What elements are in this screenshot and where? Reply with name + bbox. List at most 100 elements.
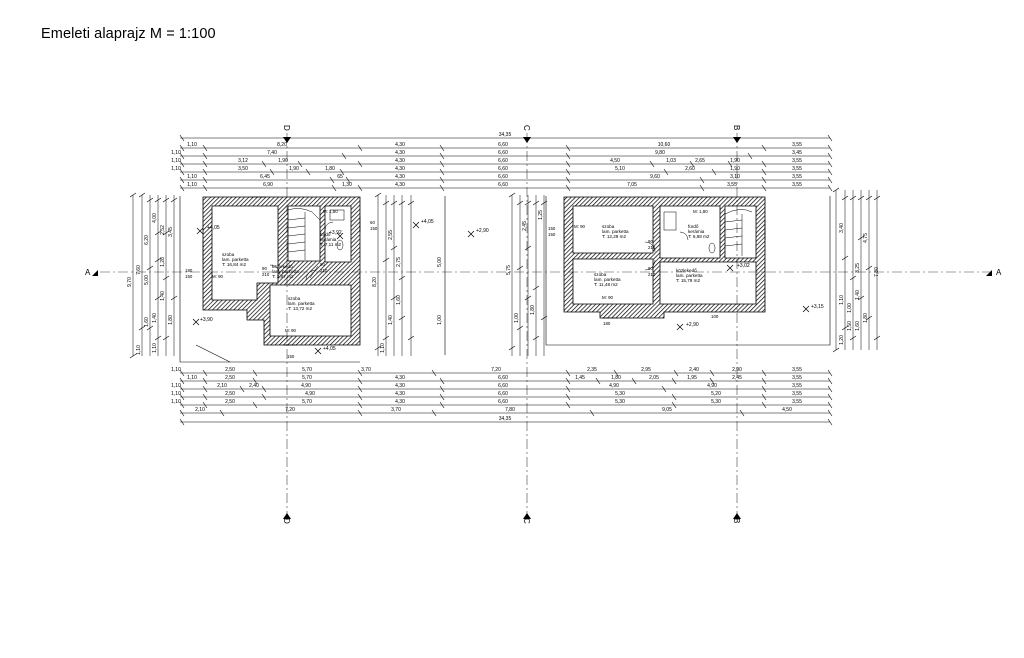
- bdim-row2-2: 5,70: [302, 375, 312, 381]
- vdim-mid-6: 1,40: [388, 315, 394, 325]
- vdim-right-1: 3,40: [839, 223, 845, 233]
- bdim-row6-5: 4,50: [782, 407, 792, 413]
- bdim-row4-6: 5,20: [711, 391, 721, 397]
- room-l4-name: szoba: [288, 296, 301, 301]
- bdim-row3-4: 4,30: [395, 383, 405, 389]
- room-r1-name: szoba: [602, 224, 615, 229]
- bdim-row4-0: 1,10: [171, 391, 181, 397]
- dim-row4-5: 6,60: [498, 166, 508, 172]
- room-r2-area: T: 6,88 m2: [688, 234, 710, 239]
- dim-row3-7: 2,65: [695, 158, 705, 164]
- level-markers: +4,05 +3,90 +4,05 +3,92 +4,05 +2,90 +3,0…: [192, 219, 824, 355]
- bdim-row2-9: 2,45: [732, 375, 742, 381]
- left-label-11: 150: [370, 226, 378, 231]
- room-labels: szoba lam. parketta T: 16,84 m2 közleked…: [222, 224, 710, 311]
- vdim-mid-4: 1,10: [380, 343, 386, 353]
- right-windows: [563, 196, 766, 319]
- right-label-3: 90: [648, 239, 653, 244]
- bdim-row5-5: 5,30: [615, 399, 625, 405]
- bdim-row3-6: 4,90: [609, 383, 619, 389]
- dim-row4-3: 1,80: [325, 166, 335, 172]
- left-label-5: 90: [320, 262, 325, 267]
- bdim-row5-3: 4,30: [395, 399, 405, 405]
- vdim-left-9: 1,28: [160, 257, 166, 267]
- bottom-dimension-lines: [180, 372, 830, 423]
- section-marker-b-bottom: B: [732, 518, 741, 523]
- vertical-dimension-lines: [132, 190, 878, 356]
- vdim-left-10: 1,40: [160, 291, 166, 301]
- left-building-walls: [202, 196, 361, 346]
- bdim-row3-3: 4,90: [301, 383, 311, 389]
- vertical-dimension-ticks: [129, 187, 881, 359]
- left-label-8: 180: [185, 268, 193, 273]
- dim-total-bottom: 34,35: [499, 416, 512, 422]
- room-r1-area: T: 12,29 m2: [602, 234, 626, 239]
- dim-row2-2: 4,30: [395, 150, 405, 156]
- room-r3-area: T: 11,48 m2: [594, 282, 618, 287]
- bdim-row1-6: 2,95: [641, 367, 651, 373]
- bdim-row4-3: 4,30: [395, 391, 405, 397]
- room-l4-floor: lam. parketta: [288, 301, 315, 306]
- bottom-dimension-text: 1,10 2,50 5,70 3,70 7,20 2,35 2,95 2,40 …: [171, 367, 802, 422]
- level-l-1: +3,90: [200, 317, 213, 323]
- dim-row1-5: 3,55: [792, 142, 802, 148]
- bdim-row6-0: 2,10: [195, 407, 205, 413]
- bdim-row4-1: 2,50: [225, 391, 235, 397]
- dim-row5-1: 6,45: [260, 174, 270, 180]
- vdim-left-5: 1,60: [144, 317, 150, 327]
- bdim-row3-0: 1,10: [171, 383, 181, 389]
- bdim-row2-5: 1,45: [575, 375, 585, 381]
- room-l3-area: T: 7,11 m2: [320, 242, 342, 247]
- bdim-row1-7: 2,40: [689, 367, 699, 373]
- bdim-row1-8: 2,90: [732, 367, 742, 373]
- section-marker-d-bottom: D: [282, 518, 291, 524]
- dim-row2-0: 1,10: [171, 150, 181, 156]
- drawing-title: Emeleti alaprajz M = 1:100: [41, 26, 216, 42]
- right-label-1: M: 90: [574, 224, 586, 229]
- section-marker-b-top: B: [732, 125, 741, 130]
- dim-row5-3: 4,30: [395, 174, 405, 180]
- vdim-left-11: 1,80: [168, 315, 174, 325]
- room-r2-floor: kerámia: [688, 229, 705, 234]
- vdim-left-12: 3,45: [168, 227, 174, 237]
- left-bath-fixtures: [329, 209, 345, 251]
- top-dimension-text: 34,35 1,10 8,20 4,30 6,60 10,60 3,55 1,1…: [171, 132, 802, 188]
- dim-row5-7: 3,55: [792, 174, 802, 180]
- dim-row1-1: 8,20: [277, 142, 287, 148]
- bdim-row4-7: 3,55: [792, 391, 802, 397]
- bdim-row2-4: 6,60: [498, 375, 508, 381]
- bdim-row1-0: 1,10: [171, 367, 181, 373]
- section-marker-d-top: D: [282, 125, 291, 131]
- level-r-2: +2,90: [686, 322, 699, 328]
- room-r2-name: fürdő: [688, 224, 699, 229]
- bdim-row1-9: 3,55: [792, 367, 802, 373]
- dim-row1-0: 1,10: [187, 142, 197, 148]
- level-r-3: +3,15: [811, 304, 824, 310]
- bdim-row6-3: 7,80: [505, 407, 515, 413]
- dim-row3-1: 3,12: [238, 158, 248, 164]
- room-l2-area: T: 2,87 m2: [272, 274, 294, 279]
- vdim-right-2: 4,75: [863, 233, 869, 243]
- vdim-left-7: 1,10: [136, 345, 142, 355]
- bdim-row4-2: 4,90: [305, 391, 315, 397]
- dim-row6-6: 3,55: [727, 182, 737, 188]
- vdim-left-1: 7,60: [136, 265, 142, 275]
- dim-row3-0: 1,10: [171, 158, 181, 164]
- vdim-left-6: 1,40: [152, 313, 158, 323]
- vdim-right-10: 1,10: [839, 295, 845, 305]
- dim-row4-8: 1,90: [730, 166, 740, 172]
- room-l1-floor: lam. parketta: [222, 257, 249, 262]
- room-r3-name: szoba: [594, 272, 607, 277]
- bdim-row1-5: 2,35: [587, 367, 597, 373]
- top-dimension-ticks: [179, 134, 833, 192]
- dim-row4-4: 4,30: [395, 166, 405, 172]
- vdim-mid-12: 1,25: [538, 210, 544, 220]
- dim-row4-7: 2,60: [685, 166, 695, 172]
- bdim-row5-6: 5,30: [711, 399, 721, 405]
- vdim-left-13: 5,00: [144, 275, 150, 285]
- left-label-10: 60: [370, 220, 375, 225]
- dim-row3-2: 1,90: [278, 158, 288, 164]
- room-l2-floor: lam. parketta: [272, 269, 299, 274]
- left-label-2: M: 90: [285, 328, 297, 333]
- dim-row2-1: 7,40: [267, 150, 277, 156]
